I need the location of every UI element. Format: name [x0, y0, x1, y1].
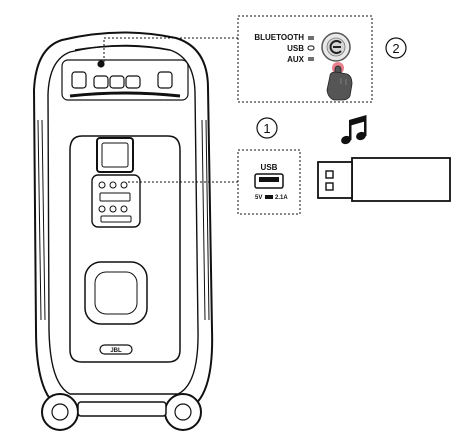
speaker: [32, 31, 214, 409]
source-button-icon[interactable]: [321, 32, 351, 62]
control-button-1[interactable]: [93, 75, 109, 89]
usb-drive-plug: [317, 161, 353, 199]
source-aux-label: AUX: [287, 55, 305, 64]
wheels: [41, 393, 202, 431]
rear-handle-inner: [94, 271, 138, 315]
io-ports: [98, 181, 132, 223]
io-module: [91, 174, 141, 228]
brand-badge: [99, 344, 133, 355]
control-button-3[interactable]: [125, 75, 141, 89]
top-handle-slot: [74, 45, 171, 51]
step2-marker: 2: [385, 37, 407, 59]
hanger-clip: [96, 137, 134, 173]
control-button-left[interactable]: [71, 71, 87, 89]
control-button-2[interactable]: [109, 75, 125, 89]
source-usb-label: USB: [287, 44, 304, 53]
callout-source-line: [103, 37, 238, 62]
step1-number: 1: [263, 121, 270, 136]
source-bluetooth-label: BLUETOOTH: [254, 33, 304, 42]
usb-port-icon[interactable]: [254, 173, 284, 189]
source-panel: BLUETOOTH USB AUX: [237, 15, 373, 103]
usb-dc-symbol: [265, 195, 273, 199]
usb-panel-title: USB: [261, 163, 278, 172]
usb-panel: USB 5V 2.1A: [237, 149, 301, 215]
side-grille-right: [201, 119, 210, 321]
control-dial-slot: [69, 91, 181, 98]
side-grille-left: [37, 119, 46, 321]
usb-current-text: 2.1A: [275, 195, 288, 201]
control-button-right[interactable]: [157, 71, 173, 89]
pointing-hand-icon: [326, 65, 353, 101]
control-led-center: [97, 60, 105, 68]
rear-panel: JBL: [69, 135, 181, 363]
speaker-body-outline: [32, 31, 214, 409]
control-panel: [61, 59, 189, 101]
music-note-icon: [341, 115, 367, 145]
step1-marker: 1: [256, 117, 278, 139]
rear-handle-outer: [84, 261, 148, 325]
usb-drive-body: [351, 157, 451, 202]
brand-badge-text: JBL: [110, 348, 122, 354]
callout-lines: [103, 37, 238, 183]
usb-rating-text: 5V: [255, 195, 262, 201]
step2-number: 2: [392, 41, 399, 56]
usb-flash-drive-icon: [317, 157, 451, 202]
